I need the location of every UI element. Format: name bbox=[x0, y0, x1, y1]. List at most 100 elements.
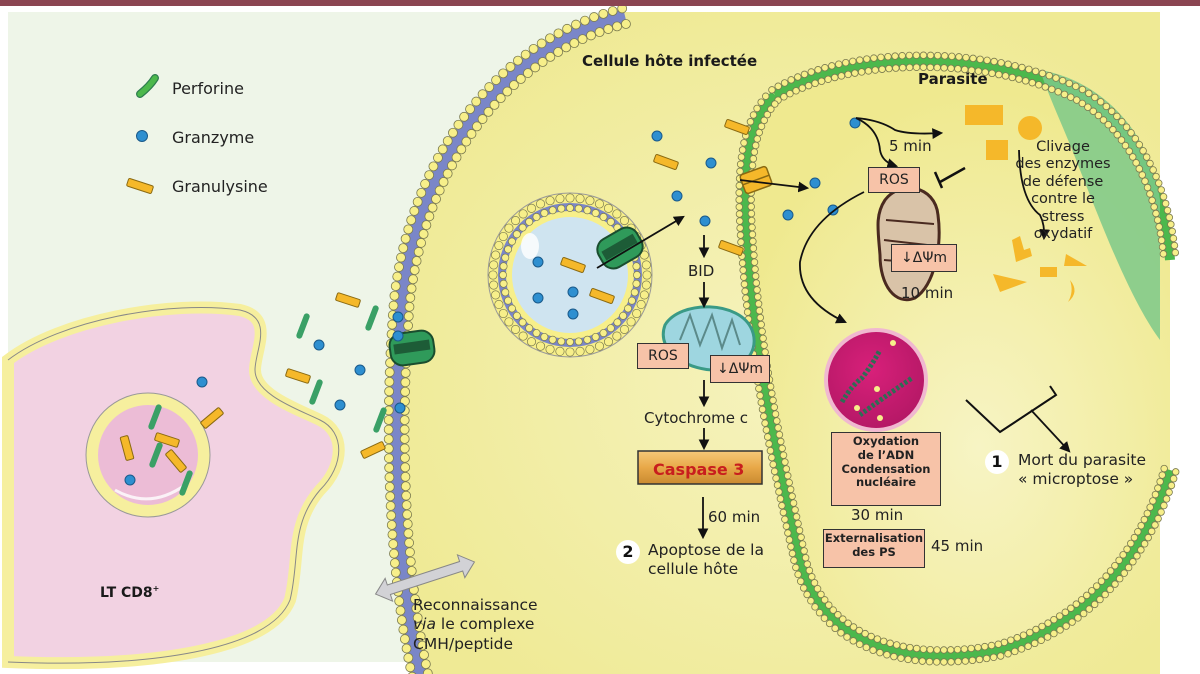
lipid-head bbox=[754, 293, 762, 301]
lipid-head bbox=[960, 645, 969, 653]
lipid-head bbox=[489, 99, 500, 110]
perforin bbox=[149, 442, 163, 468]
granzyme bbox=[392, 330, 404, 342]
lipid-head bbox=[983, 56, 991, 65]
lipid-head bbox=[396, 252, 406, 263]
lipid-head bbox=[821, 64, 829, 72]
lipid-head bbox=[1121, 141, 1130, 150]
lipid-head bbox=[535, 199, 546, 209]
lipid-head bbox=[498, 308, 508, 319]
lipid-head bbox=[412, 612, 423, 623]
lipid-head bbox=[491, 250, 501, 260]
lipid-head bbox=[400, 471, 411, 482]
lipid-head bbox=[1041, 83, 1050, 91]
lipid-head bbox=[1135, 140, 1144, 149]
lipid-head bbox=[776, 495, 785, 503]
lipid-head bbox=[760, 116, 768, 125]
lipid-head bbox=[795, 526, 804, 535]
bid-label: BID bbox=[688, 262, 714, 280]
lipid-head bbox=[750, 148, 759, 156]
lipid-head bbox=[536, 38, 547, 49]
lipid-head bbox=[1037, 636, 1045, 644]
lipid-head bbox=[1154, 514, 1162, 523]
lipid-head bbox=[757, 320, 765, 329]
granulysin bbox=[653, 154, 679, 170]
lipid-head bbox=[743, 301, 751, 309]
lipid-head bbox=[624, 304, 632, 313]
lipid-head bbox=[751, 272, 760, 280]
lipid-head bbox=[849, 637, 857, 645]
apoptose-line-2: cellule hôte bbox=[648, 560, 739, 579]
externalisation-line-2: des PS bbox=[852, 545, 896, 560]
lipid-head bbox=[1067, 93, 1075, 101]
lipid-head bbox=[504, 317, 514, 327]
lipid-head bbox=[941, 52, 949, 60]
lipid-head bbox=[420, 179, 430, 189]
lipid-head bbox=[447, 160, 457, 171]
lipid-head bbox=[849, 623, 858, 631]
perforin bbox=[309, 379, 323, 405]
lipid-head bbox=[778, 444, 786, 453]
lipid-head bbox=[759, 334, 767, 343]
lipid-head bbox=[1072, 82, 1080, 91]
lipid-head bbox=[1018, 63, 1026, 72]
lipid-head bbox=[1073, 96, 1081, 104]
lipid-head bbox=[940, 658, 948, 666]
lipid-head bbox=[633, 271, 641, 279]
lipid-head bbox=[1083, 591, 1091, 600]
lipid-head bbox=[784, 529, 792, 537]
lipid-head bbox=[402, 509, 413, 520]
lipid-head bbox=[606, 324, 615, 333]
lipid-head bbox=[1143, 183, 1152, 192]
lipid-head bbox=[897, 654, 905, 662]
lipid-head bbox=[864, 67, 873, 75]
perforin bbox=[373, 407, 387, 433]
lipid-head bbox=[390, 281, 401, 292]
ros-box-parasite: ROS bbox=[868, 167, 920, 193]
lipid-head bbox=[768, 86, 776, 94]
lipid-head bbox=[933, 658, 941, 666]
lipid-head bbox=[748, 230, 757, 239]
lipid-head bbox=[472, 121, 482, 132]
lipid-head bbox=[749, 237, 757, 246]
lipid-head bbox=[1102, 102, 1110, 111]
lipid-head bbox=[1157, 186, 1165, 194]
lipid-head bbox=[1000, 638, 1009, 647]
lipid-head bbox=[1129, 558, 1137, 566]
lipid-head bbox=[762, 426, 771, 434]
lipid-head bbox=[813, 584, 822, 593]
lipid-head bbox=[488, 270, 498, 280]
lipid-head bbox=[403, 652, 414, 663]
lipid-head bbox=[442, 136, 453, 146]
lipid-head bbox=[1165, 488, 1173, 496]
lipid-head bbox=[471, 96, 482, 107]
lipid-head bbox=[419, 649, 429, 660]
lipid-head bbox=[755, 384, 763, 393]
lipid-head bbox=[433, 152, 443, 163]
perforin bbox=[179, 470, 193, 496]
lipid-head bbox=[843, 633, 851, 641]
lipid-head bbox=[862, 643, 871, 652]
lipid-head bbox=[1050, 615, 1058, 624]
oxydation-box: Oxydation de l’ADN Condensation nucléair… bbox=[831, 432, 941, 506]
granzyme bbox=[705, 157, 717, 169]
lipid-head bbox=[801, 554, 810, 562]
lipid-head bbox=[1144, 533, 1152, 542]
lipid-head bbox=[409, 265, 420, 276]
externalisation-box: Externalisation des PS bbox=[823, 529, 925, 568]
lipid-head bbox=[792, 513, 801, 521]
lipid-head bbox=[561, 42, 572, 53]
lipid-head bbox=[603, 337, 614, 347]
lipid-head bbox=[1169, 475, 1178, 483]
lipid-head bbox=[1078, 99, 1086, 108]
lipid-head bbox=[515, 74, 526, 84]
clivage-line-6: oxydatif bbox=[1033, 225, 1093, 242]
granzyme-icon bbox=[136, 130, 148, 142]
lipid-head bbox=[402, 519, 413, 529]
lipid-head bbox=[553, 47, 564, 57]
lipid-head bbox=[518, 209, 528, 219]
lipid-head bbox=[406, 283, 417, 294]
lipid-head bbox=[1158, 471, 1166, 479]
granulysin-pore-parasite bbox=[739, 165, 773, 195]
lipid-head bbox=[749, 111, 758, 119]
